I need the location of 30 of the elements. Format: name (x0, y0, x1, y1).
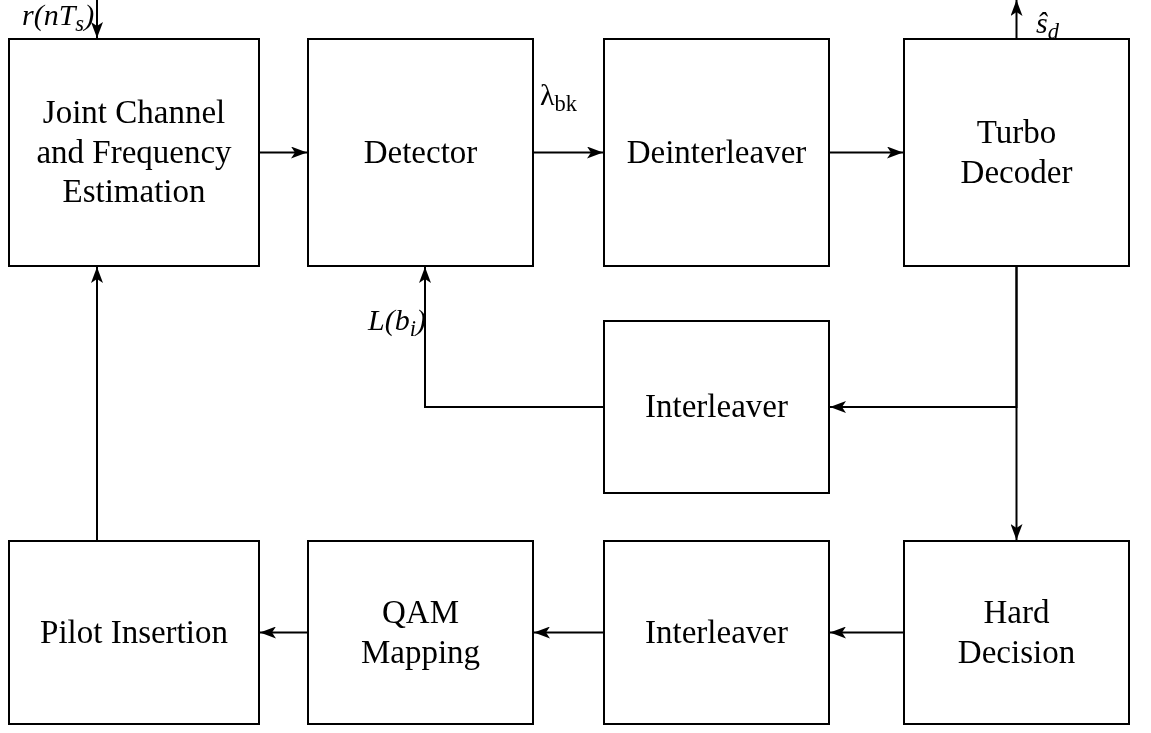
arrow (533, 146, 604, 159)
box-label: Deinterleaver (626, 132, 807, 172)
box-label: Interleaver (645, 387, 788, 427)
arrow (1010, 0, 1023, 39)
arrow (259, 146, 308, 159)
process-box (903, 540, 1130, 725)
arrow (419, 266, 604, 408)
box-label: Interleaver (645, 612, 788, 652)
process-box (8, 38, 260, 267)
arrow (259, 626, 308, 639)
box-label: Joint Channel and Frequency Estimation (35, 93, 233, 212)
arrow (533, 626, 604, 639)
process-box (307, 540, 534, 725)
box-label: Detector (363, 132, 478, 172)
box-label: Pilot Insertion (40, 612, 228, 652)
edge-label: r(nT$_{s}$) (22, 0, 95, 30)
box-label: Turbo Decoder (959, 112, 1074, 192)
process-box (8, 540, 260, 725)
process-box (903, 38, 1130, 267)
box-label: QAM Mapping (359, 592, 482, 672)
arrow (91, 0, 103, 39)
arrow (1010, 266, 1023, 541)
box-label: Hard Decision (956, 592, 1077, 672)
process-box (307, 38, 534, 267)
process-box (603, 320, 830, 494)
arrow (829, 626, 904, 639)
arrow (829, 146, 904, 159)
process-box (603, 540, 830, 725)
process-box (603, 38, 830, 267)
arrow (91, 266, 103, 541)
